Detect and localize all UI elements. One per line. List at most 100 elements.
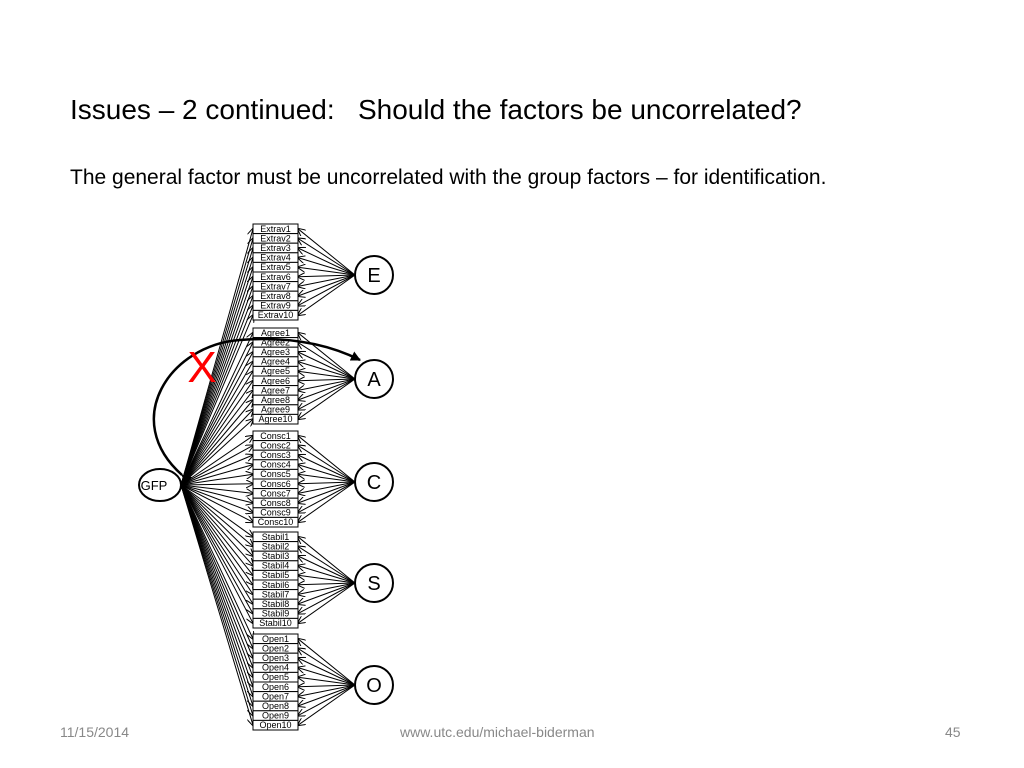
factor-loading-arrow <box>298 445 356 483</box>
indicator-label: Stabil2 <box>262 541 290 551</box>
factor-loading-arrow <box>298 481 356 522</box>
indicator-label: Stabil8 <box>262 599 290 609</box>
factor-node <box>354 563 394 603</box>
factor-loading-arrow <box>298 658 356 686</box>
indicator-label: Consc1 <box>260 431 291 441</box>
indicator-label: Stabil10 <box>259 618 292 628</box>
indicator-label: Stabil7 <box>262 589 290 599</box>
indicator-label: Extrav1 <box>260 224 291 234</box>
indicator-label: Extrav5 <box>260 262 291 272</box>
indicator-label: Open4 <box>262 663 289 673</box>
indicator-label: Consc9 <box>260 508 291 518</box>
factor-label: E <box>367 265 380 287</box>
factor-loading-arrow <box>298 668 356 686</box>
gfp-loading-arrow <box>180 484 253 687</box>
factor-loading-arrow <box>298 684 356 716</box>
factor-loading-arrow <box>298 556 356 584</box>
gfp-loading-arrow <box>180 484 253 614</box>
indicator-label: Agree6 <box>261 376 290 386</box>
indicator-label: Agree1 <box>261 328 290 338</box>
gfp-loading-arrow <box>180 484 253 575</box>
factor-loading-arrow <box>298 248 356 276</box>
indicator-label: Extrav4 <box>260 253 291 263</box>
factor-loading-arrow <box>298 481 356 513</box>
factor-loading-arrow <box>298 378 356 410</box>
indicator-label: Extrav2 <box>260 233 291 243</box>
indicator-label: Stabil3 <box>262 551 290 561</box>
gfp-loading-arrow <box>180 484 253 648</box>
factor-loading-arrow <box>298 583 356 585</box>
gfp-loading-arrow <box>180 484 253 594</box>
factor-loading-arrow <box>298 465 356 483</box>
general-factor-label: GFP <box>141 478 168 493</box>
factor-label: O <box>366 675 382 697</box>
indicator-label: Open1 <box>262 634 289 644</box>
indicator-label: Extrav9 <box>260 301 291 311</box>
gfp-loading-arrow <box>180 484 253 522</box>
indicator-label: Consc6 <box>260 479 291 489</box>
indicator-label: Agree2 <box>261 337 290 347</box>
indicator-label: Agree4 <box>261 357 290 367</box>
indicator-label: Consc5 <box>260 469 291 479</box>
gfp-loading-arrow <box>180 484 253 485</box>
factor-loading-arrow <box>298 267 356 276</box>
indicator-label: Consc8 <box>260 498 291 508</box>
gfp-loading-arrow <box>180 484 253 503</box>
indicator-label: Open7 <box>262 691 289 701</box>
indicator-label: Extrav10 <box>258 310 294 320</box>
gfp-loading-arrow <box>180 484 253 639</box>
indicator-label: Extrav7 <box>260 281 291 291</box>
indicator-label: Extrav8 <box>260 291 291 301</box>
factor-loading-arrow <box>298 481 356 503</box>
indicator-label: Agree7 <box>261 385 290 395</box>
gfp-loading-arrow <box>180 484 253 566</box>
footer-date: 11/15/2014 <box>60 724 130 740</box>
factor-node <box>354 665 394 705</box>
factor-label: A <box>367 369 381 391</box>
indicator-label: Consc3 <box>260 450 291 460</box>
gfp-loading-arrow <box>180 306 253 486</box>
factor-loading-arrow <box>298 229 356 276</box>
gfp-loading-arrow <box>180 484 253 585</box>
slide-title: Issues – 2 continued: Should the factors… <box>70 94 802 125</box>
factor-loading-arrow <box>298 274 356 306</box>
indicator-label: Open3 <box>262 653 289 663</box>
factor-loading-arrow <box>298 684 356 706</box>
factor-loading-arrow <box>298 537 356 584</box>
indicator-label: Agree3 <box>261 347 290 357</box>
indicator-label: Consc4 <box>260 460 291 470</box>
gfp-loading-arrow <box>180 484 253 604</box>
factor-node <box>354 255 394 295</box>
general-factor-node <box>138 468 182 502</box>
factor-loading-arrow <box>298 648 356 686</box>
covariance-path <box>152 337 361 485</box>
factor-loading-arrow <box>298 274 356 296</box>
indicator-label: Agree9 <box>261 405 290 415</box>
gfp-loading-arrow <box>180 484 253 513</box>
indicator-label: Extrav6 <box>260 272 291 282</box>
gfp-loading-arrow <box>180 484 253 658</box>
gfp-loading-arrow <box>180 484 253 537</box>
factor-loading-arrow <box>298 258 356 276</box>
gfp-loading-arrow <box>180 484 253 493</box>
footer-page-number: 45 <box>945 724 961 740</box>
factor-loading-arrow <box>298 639 356 686</box>
indicator-box <box>252 617 299 629</box>
factor-loading-arrow <box>298 582 356 594</box>
gfp-loading-arrow <box>180 484 253 668</box>
indicator-label: Agree10 <box>258 414 292 424</box>
gfp-a-covariance-arrow <box>152 337 361 485</box>
gfp-loading-arrow <box>180 484 253 725</box>
factor-loading-arrow <box>298 378 356 400</box>
indicator-label: Stabil4 <box>262 561 290 571</box>
indicator-label: Open8 <box>262 701 289 711</box>
factor-loading-arrow <box>298 684 356 725</box>
gfp-loading-arrow <box>180 484 253 556</box>
indicator-label: Stabil1 <box>262 532 290 542</box>
factor-loading-arrow <box>298 274 356 286</box>
indicator-box <box>252 719 299 731</box>
indicator-label: Agree5 <box>261 366 290 376</box>
factor-loading-arrow <box>298 582 356 614</box>
gfp-loading-arrow <box>180 484 253 623</box>
